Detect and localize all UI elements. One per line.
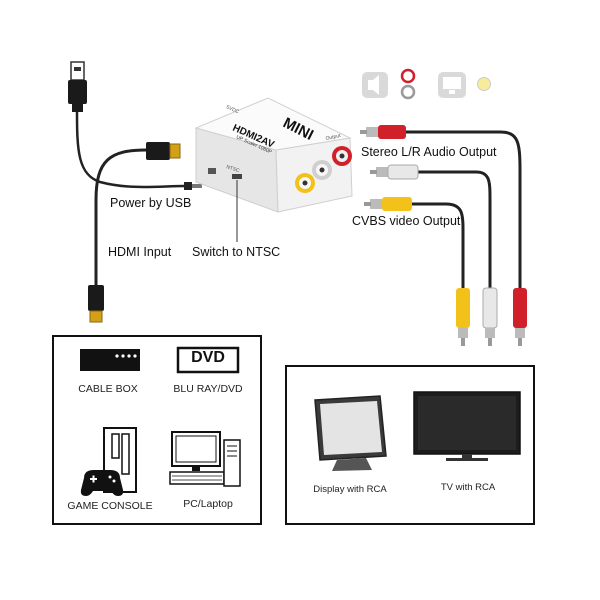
rca-plug-red-bottom: [513, 288, 527, 346]
usb-cable: [75, 111, 186, 189]
rca-plug-red-top: [360, 125, 406, 139]
display-rca-label: Display with RCA: [313, 484, 387, 495]
converter-switch-label: NTSC: [225, 164, 240, 174]
power-usb-label: Power by USB: [110, 196, 192, 210]
converter-top-label: 5VDC: [225, 104, 240, 115]
rca-cable-white: [418, 170, 492, 292]
converter-side-label: Output: [325, 133, 342, 142]
rca-jack-yellow: [295, 173, 315, 193]
speaker-icon: [362, 72, 388, 98]
rca-cable-yellow: [412, 202, 465, 292]
pc-laptop-label: PC/Laptop: [183, 498, 233, 510]
rca-plug-yellow-top: [364, 197, 412, 211]
rca-plug-white-bottom: [482, 287, 498, 346]
rca-plug-white-top: [370, 164, 419, 180]
cvbs-video-label: CVBS video Output: [352, 214, 461, 228]
rca-jack-red: [332, 146, 352, 166]
switch-ntsc-label: Switch to NTSC: [192, 245, 281, 259]
rca-plug-yellow-bottom: [456, 288, 470, 346]
game-console-label: GAME CONSOLE: [67, 500, 153, 512]
cable-box-label: CABLE BOX: [78, 383, 138, 395]
hdmi-plug-top: [146, 142, 181, 160]
converter-box: [194, 97, 353, 213]
hdmi-plug-bottom: [88, 285, 104, 323]
rca-cable-red: [406, 130, 522, 292]
usb-plug: [68, 61, 87, 112]
dvd-logo-text: DVD: [191, 349, 225, 366]
tv-rca-label: TV with RCA: [440, 482, 496, 493]
video-jack-indicator-icon: [477, 77, 491, 91]
monitor-icon: [438, 72, 466, 98]
stereo-audio-label: Stereo L/R Audio Output: [361, 145, 497, 159]
barrel-plug: [184, 182, 202, 190]
audio-jack-indicator-icon: [400, 68, 416, 100]
blu-ray-label: BLU RAY/DVD: [173, 383, 243, 395]
hdmi-input-label: HDMI Input: [108, 245, 172, 259]
output-devices-box: [285, 365, 535, 525]
hdmi-cable: [94, 148, 147, 285]
rca-jack-white: [312, 160, 332, 180]
